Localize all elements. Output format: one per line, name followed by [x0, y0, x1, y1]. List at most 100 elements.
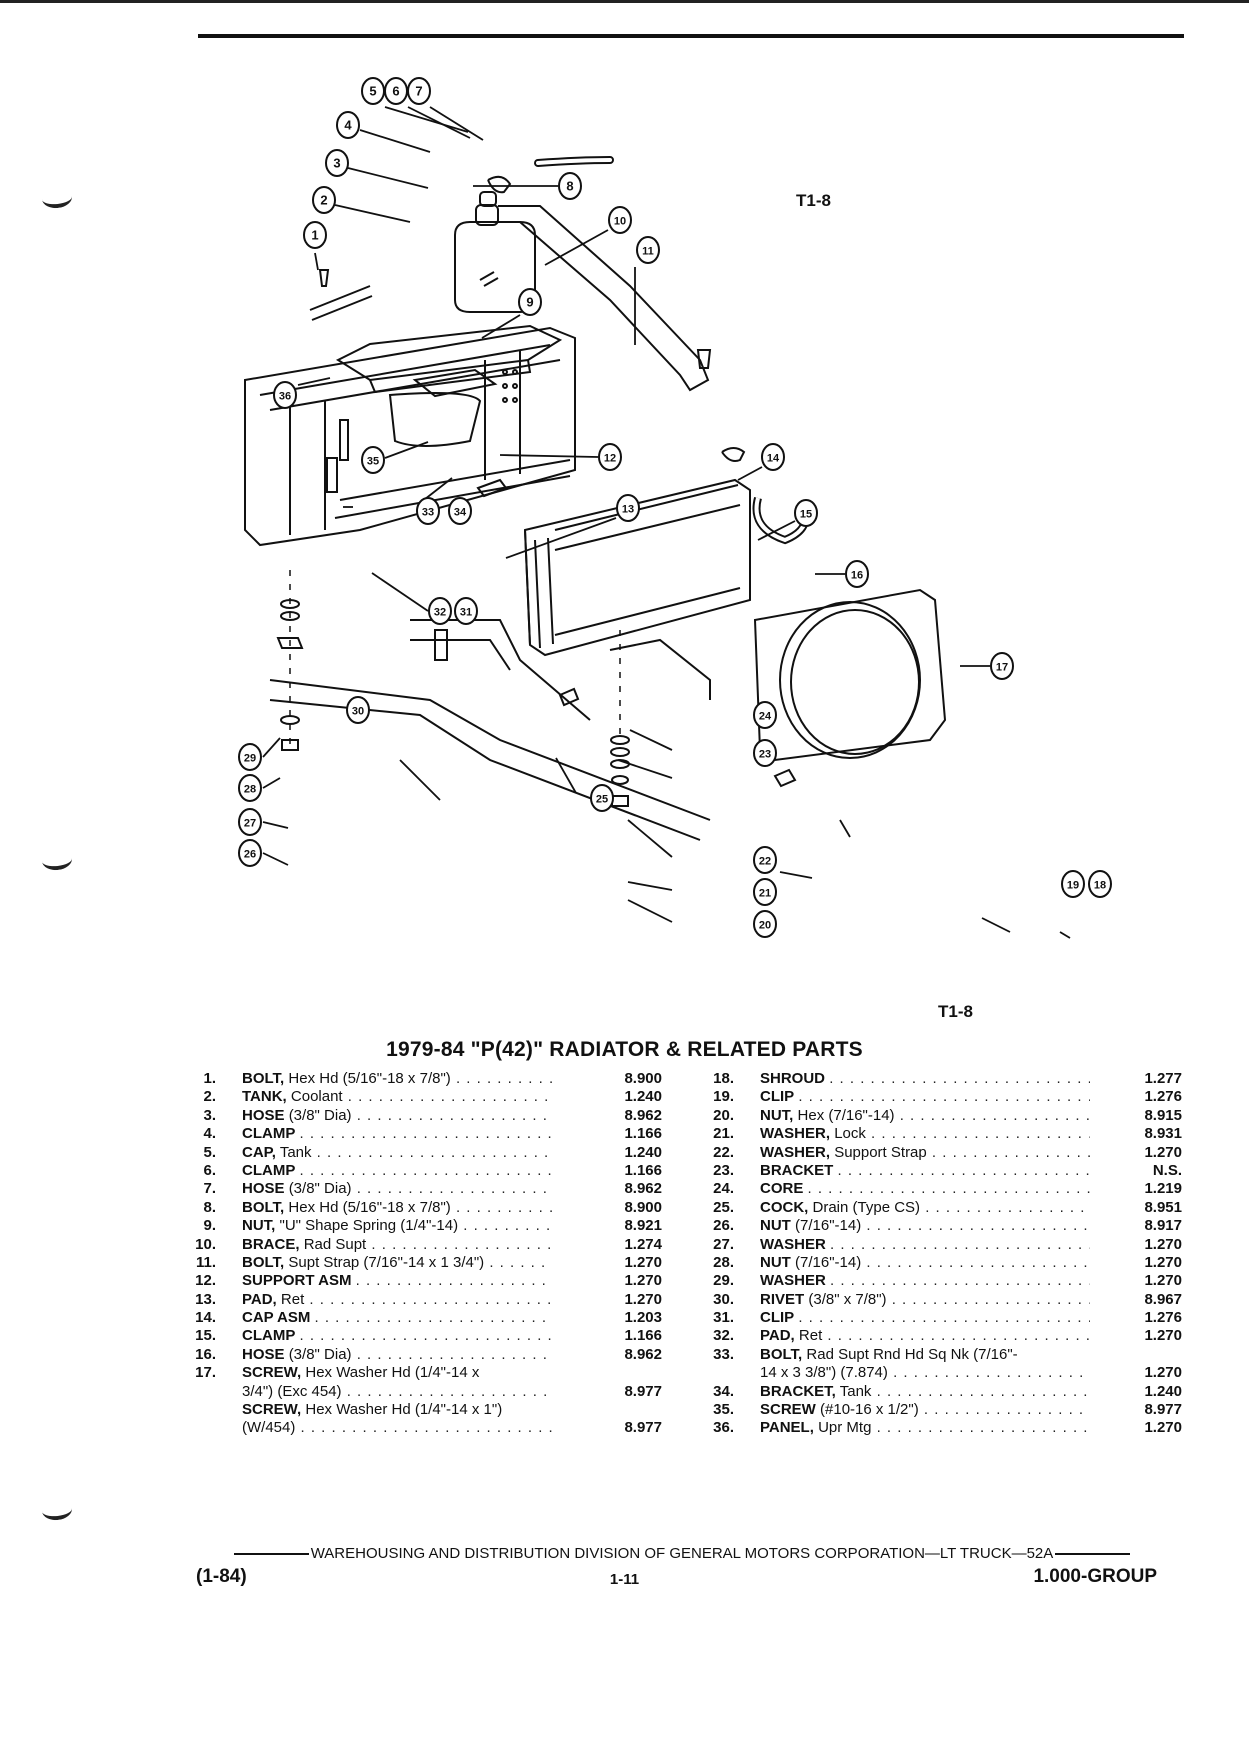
- group-code: 8.921: [624, 1217, 662, 1235]
- frame-drawing: [269, 619, 711, 841]
- part-spec: Coolant: [290, 1088, 343, 1106]
- part-description: NUT, "U" Shape Spring (1/4"-14) . . . . …: [242, 1217, 552, 1235]
- parts-list-left: 1.BOLT, Hex Hd (5/16"-18 x 7/8") . . . .…: [182, 1070, 662, 1438]
- part-spec: (7/16"-14): [795, 1217, 862, 1235]
- callout-number: 26: [244, 849, 256, 861]
- part-description: SCREW, Hex Washer Hd (1/4"-14 x 1"): [242, 1401, 552, 1419]
- callout-number: 2: [320, 193, 327, 208]
- part-description: RIVET (3/8" x 7/8") . . . . . . . . . . …: [760, 1290, 1090, 1308]
- part-number: 30.: [713, 1290, 734, 1308]
- top-edge-rule: [0, 0, 1249, 3]
- part-number: 34.: [713, 1382, 734, 1400]
- part-name: NUT: [760, 1217, 791, 1235]
- part-name: CAP,: [242, 1143, 276, 1161]
- callout-5: 5: [361, 77, 385, 105]
- group-code: 1.276: [1144, 1309, 1182, 1327]
- group-code: 8.962: [624, 1180, 662, 1198]
- part-description: NUT (7/16"-14) . . . . . . . . . . . . .…: [760, 1217, 1090, 1235]
- part-description: CLAMP . . . . . . . . . . . . . . . . . …: [242, 1327, 552, 1345]
- part-description: CAP, Tank . . . . . . . . . . . . . . . …: [242, 1143, 552, 1161]
- part-name: CLAMP: [242, 1327, 296, 1345]
- part-row: 33.BOLT, Rad Supt Rnd Hd Sq Nk (7/16"-: [700, 1346, 1182, 1364]
- callout-21: 21: [753, 878, 777, 906]
- part-spec: Hex Washer Hd (1/4"-14 x: [305, 1364, 480, 1382]
- part-row: 27.WASHER . . . . . . . . . . . . . . . …: [700, 1236, 1182, 1254]
- part-name: PANEL,: [760, 1419, 814, 1437]
- group-code: 8.917: [1144, 1217, 1182, 1235]
- part-spec: (3/8" x 7/8"): [808, 1290, 887, 1308]
- callout-number: 24: [759, 711, 772, 723]
- callout-number: 17: [996, 662, 1008, 674]
- group-code: 1.240: [1144, 1382, 1182, 1400]
- part-number: 25.: [713, 1198, 734, 1216]
- part-description: BOLT, Hex Hd (5/16"-18 x 7/8") . . . . .…: [242, 1198, 552, 1216]
- callout-12: 12: [598, 443, 622, 471]
- part-name: COCK,: [760, 1198, 809, 1216]
- part-row: 6.CLAMP . . . . . . . . . . . . . . . . …: [182, 1162, 662, 1180]
- group-code: 1.166: [624, 1125, 662, 1143]
- group-code: 1.270: [1144, 1143, 1182, 1161]
- part-name: BRACKET,: [760, 1382, 836, 1400]
- callout-number: 20: [759, 920, 771, 932]
- part-number: 12.: [195, 1272, 216, 1290]
- part-name: CLIP: [760, 1088, 795, 1106]
- callout-number: 16: [851, 570, 863, 582]
- part-spec: Hex Hd (5/16"-18 x 7/8"): [288, 1070, 451, 1087]
- callout-1: 1: [303, 221, 327, 249]
- part-description: NUT, Hex (7/16"-14) . . . . . . . . . . …: [760, 1106, 1090, 1124]
- part-row: 29.WASHER . . . . . . . . . . . . . . . …: [700, 1272, 1182, 1290]
- callout-7: 7: [407, 77, 431, 105]
- callout-34: 34: [448, 497, 472, 525]
- radiator-support-drawing: [244, 326, 576, 547]
- radiator-brace-drawing: [498, 205, 710, 392]
- part-description: PAD, Ret . . . . . . . . . . . . . . . .…: [760, 1327, 1090, 1345]
- part-name: CORE: [760, 1180, 804, 1198]
- part-description: BRACKET, Tank . . . . . . . . . . . . . …: [760, 1382, 1090, 1400]
- callout-16: 16: [845, 560, 869, 588]
- group-code: 1.270: [1144, 1253, 1182, 1271]
- part-row: 26.NUT (7/16"-14) . . . . . . . . . . . …: [700, 1217, 1182, 1235]
- callout-number: 28: [244, 784, 256, 796]
- part-name: TANK,: [242, 1088, 287, 1106]
- part-spec: Tank: [839, 1382, 872, 1400]
- part-name: BRACE,: [242, 1235, 300, 1253]
- part-description: CLIP . . . . . . . . . . . . . . . . . .…: [760, 1309, 1090, 1327]
- part-row: 14 x 3 3/8") (7.874) . . . . . . . . . .…: [700, 1364, 1182, 1382]
- group-code: 1.270: [624, 1253, 662, 1271]
- part-number: 4.: [203, 1125, 216, 1143]
- part-name: NUT,: [242, 1217, 276, 1235]
- part-name: CLAMP: [242, 1161, 296, 1179]
- part-number: 6.: [203, 1161, 216, 1179]
- part-name: NUT: [760, 1253, 791, 1271]
- part-spec: (3/8" Dia): [288, 1180, 352, 1198]
- callout-number: 25: [596, 794, 608, 806]
- part-row: 34. BRACKET, Tank . . . . . . . . . . . .…: [700, 1383, 1182, 1401]
- group-code: 8.977: [624, 1419, 662, 1437]
- group-code: 8.900: [624, 1070, 662, 1087]
- callout-number: 14: [767, 453, 780, 465]
- part-row: 28.NUT (7/16"-14) . . . . . . . . . . . …: [700, 1254, 1182, 1272]
- callout-number: 22: [759, 856, 771, 868]
- part-row: 12.SUPPORT ASM . . . . . . . . . . . . .…: [182, 1272, 662, 1290]
- callout-number: 21: [759, 888, 771, 900]
- part-number: 16.: [195, 1345, 216, 1363]
- binder-hole-mark: [41, 186, 73, 210]
- group-code: 1.270: [1144, 1419, 1182, 1437]
- group-code: 1.270: [1144, 1235, 1182, 1253]
- part-name: HOSE: [242, 1345, 285, 1363]
- group-code: 1.240: [624, 1088, 662, 1106]
- part-row: 15.CLAMP . . . . . . . . . . . . . . . .…: [182, 1327, 662, 1345]
- part-spec: 3/4") (Exc 454): [242, 1382, 342, 1400]
- part-row: 25.COCK, Drain (Type CS) . . . . . . . .…: [700, 1199, 1182, 1217]
- callout-22: 22: [753, 846, 777, 874]
- callout-number: 10: [614, 216, 626, 228]
- callout-18: 18: [1088, 870, 1112, 898]
- part-number: 5.: [203, 1143, 216, 1161]
- part-name: SUPPORT ASM: [242, 1272, 352, 1290]
- part-number: 35.: [713, 1401, 734, 1419]
- parts-list-right: 18.SHROUD . . . . . . . . . . . . . . . …: [700, 1070, 1182, 1438]
- footer-division-text: WAREHOUSING AND DISTRIBUTION DIVISION OF…: [310, 1545, 1054, 1562]
- callout-number: 32: [434, 607, 446, 619]
- callout-number: 23: [759, 749, 771, 761]
- part-name: WASHER: [760, 1272, 826, 1290]
